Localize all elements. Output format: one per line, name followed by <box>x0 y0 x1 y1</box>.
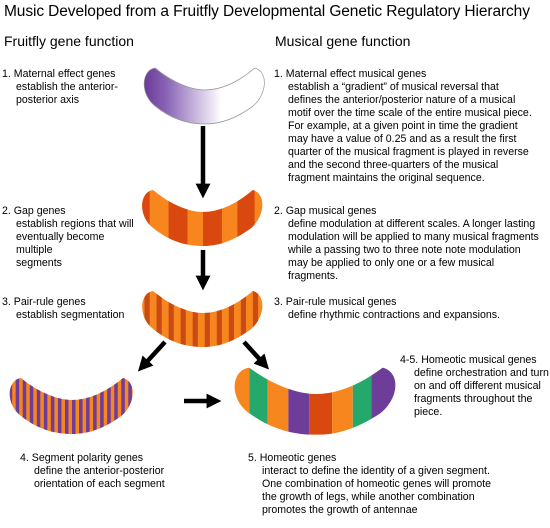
fly-maternal-title: 1. Maternal effect genes <box>2 68 116 80</box>
fly-pair-rule-block: 3. Pair-rule genes establish segmentatio… <box>2 296 142 322</box>
diagram-title: Music Developed from a Fruitfly Developm… <box>4 3 530 20</box>
pair-rule-embryo <box>142 291 263 347</box>
fly-pair-rule-desc: establish segmentation <box>16 309 125 321</box>
music-gap-block: 2. Gap musical genes define modulation a… <box>274 205 548 283</box>
fly-maternal-block: 1. Maternal effect genes establish the a… <box>2 68 142 107</box>
fly-gap-block: 2. Gap genes establish regions that will… <box>2 205 142 270</box>
music-maternal-desc: establish a “gradient” of musical revers… <box>288 81 532 184</box>
music-gap-desc: define modulation at different scales. A… <box>288 218 539 282</box>
music-maternal-title: 1. Maternal effect musical genes <box>274 68 427 80</box>
arrow-to-homeotic <box>242 340 269 370</box>
arrow-to-segment-polarity <box>137 340 167 372</box>
fly-segment-polarity-block: 4. Segment polarity genes define the ant… <box>20 452 220 491</box>
fly-pair-rule-title: 3. Pair-rule genes <box>2 296 86 308</box>
fly-maternal-desc: establish the anterior- posterior axis <box>16 81 118 106</box>
segment-polarity-embryo <box>9 378 133 434</box>
homeotic-embryo <box>234 367 396 435</box>
gap-genes-embryo <box>142 190 263 246</box>
fly-homeotic-title: 5. Homeotic genes <box>248 452 337 464</box>
music-homeotic-title: 4-5. Homeotic musical genes <box>400 354 537 366</box>
music-maternal-block: 1. Maternal effect musical genes establi… <box>274 68 548 185</box>
fly-homeotic-desc: interact to define the identity of a giv… <box>262 465 492 516</box>
maternal-gradient-embryo <box>143 67 265 125</box>
music-pair-rule-title: 3. Pair-rule musical genes <box>274 296 397 308</box>
fly-column-header: Fruitfly gene function <box>4 33 134 49</box>
fly-segment-polarity-title: 4. Segment polarity genes <box>20 452 144 464</box>
music-column-header: Musical gene function <box>275 33 411 49</box>
music-pair-rule-block: 3. Pair-rule musical genes define rhythm… <box>274 296 548 322</box>
fly-homeotic-block: 5. Homeotic genes interact to define the… <box>248 452 548 517</box>
fly-segment-polarity-desc: define the anterior-posterior orientatio… <box>34 465 165 490</box>
fly-gap-desc: establish regions that will eventually b… <box>16 218 134 269</box>
music-pair-rule-desc: define rhythmic contractions and expansi… <box>288 309 500 321</box>
music-gap-title: 2. Gap musical genes <box>274 205 377 217</box>
fly-gap-title: 2. Gap genes <box>2 205 66 217</box>
music-homeotic-desc: define orchestration and turn on and off… <box>414 367 549 418</box>
music-homeotic-block: 4-5. Homeotic musical genes define orche… <box>400 354 550 419</box>
